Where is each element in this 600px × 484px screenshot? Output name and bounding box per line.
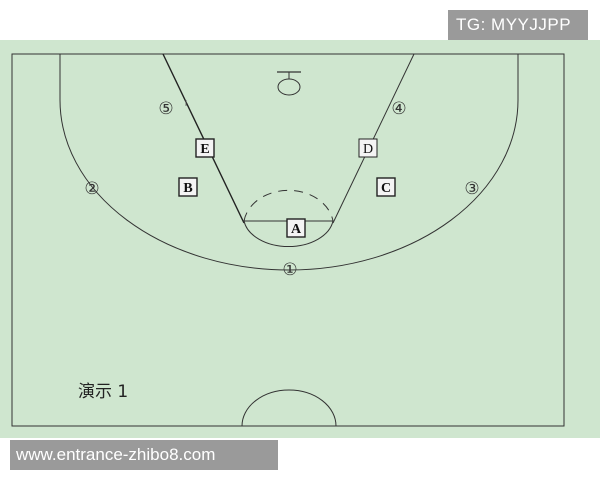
player-box-E: E <box>195 138 215 158</box>
court-boundary <box>11 53 565 427</box>
three-point-line <box>59 54 519 271</box>
player-box-C: C <box>376 177 396 197</box>
position-1: ① <box>282 260 297 279</box>
center-circle <box>241 389 337 427</box>
player-box-A: A <box>286 218 306 238</box>
court-background <box>0 40 600 438</box>
position-5: ⑤ <box>158 99 173 118</box>
player-label-A: A <box>291 222 302 237</box>
player-label-E: E <box>200 142 209 157</box>
diagram-caption: 演示 1 <box>78 382 128 402</box>
rim <box>277 78 301 96</box>
free-throw-circle-solid <box>243 220 334 247</box>
position-3: ③ <box>464 179 479 198</box>
watermark-bottom: www.entrance-zhibo8.com <box>10 440 278 470</box>
position-4: ④ <box>391 99 406 118</box>
player-label-C: C <box>381 181 391 196</box>
position-2: ② <box>84 179 99 198</box>
player-label-D: D <box>363 142 373 157</box>
player-label-B: B <box>183 181 192 196</box>
watermark-top: TG: MYYJJPP <box>448 10 588 40</box>
player-box-B: B <box>178 177 198 197</box>
player-box-D: D <box>358 138 378 158</box>
free-throw-circle-dashed <box>243 189 334 222</box>
